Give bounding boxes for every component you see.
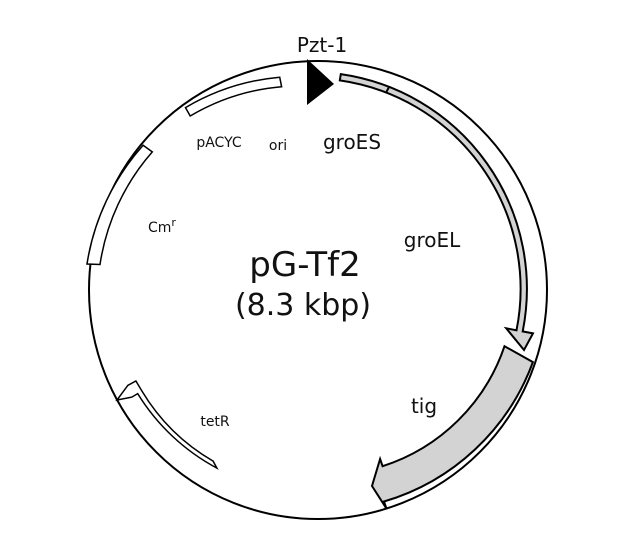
ori-label: ori — [269, 138, 287, 154]
cmr-label: Cmr — [148, 216, 176, 236]
cmr-marker — [86, 144, 154, 266]
plasmid-name: pG-Tf2 — [249, 245, 360, 285]
pacyc-ori-marker — [184, 76, 283, 118]
plasmid-backbone — [88, 60, 548, 520]
pacyc-label: pACYC — [196, 135, 242, 151]
groes-label: groES — [323, 130, 381, 154]
tig-arrow — [370, 344, 535, 510]
groel-label: groEL — [404, 228, 461, 252]
cmr-label-superscript: r — [171, 216, 176, 229]
tetr-label: tetR — [200, 414, 230, 430]
tig-label: tig — [411, 394, 437, 418]
cmr-label-main: Cm — [148, 220, 171, 236]
groes-groel-arrow — [338, 72, 535, 352]
promoter-label: Pzt-1 — [297, 33, 347, 57]
plasmid-size: (8.3 kbp) — [235, 288, 371, 323]
pzt1-promoter-arrowhead — [307, 59, 334, 105]
groes-groel-divider — [385, 86, 391, 93]
tetr-arrow — [115, 380, 219, 470]
